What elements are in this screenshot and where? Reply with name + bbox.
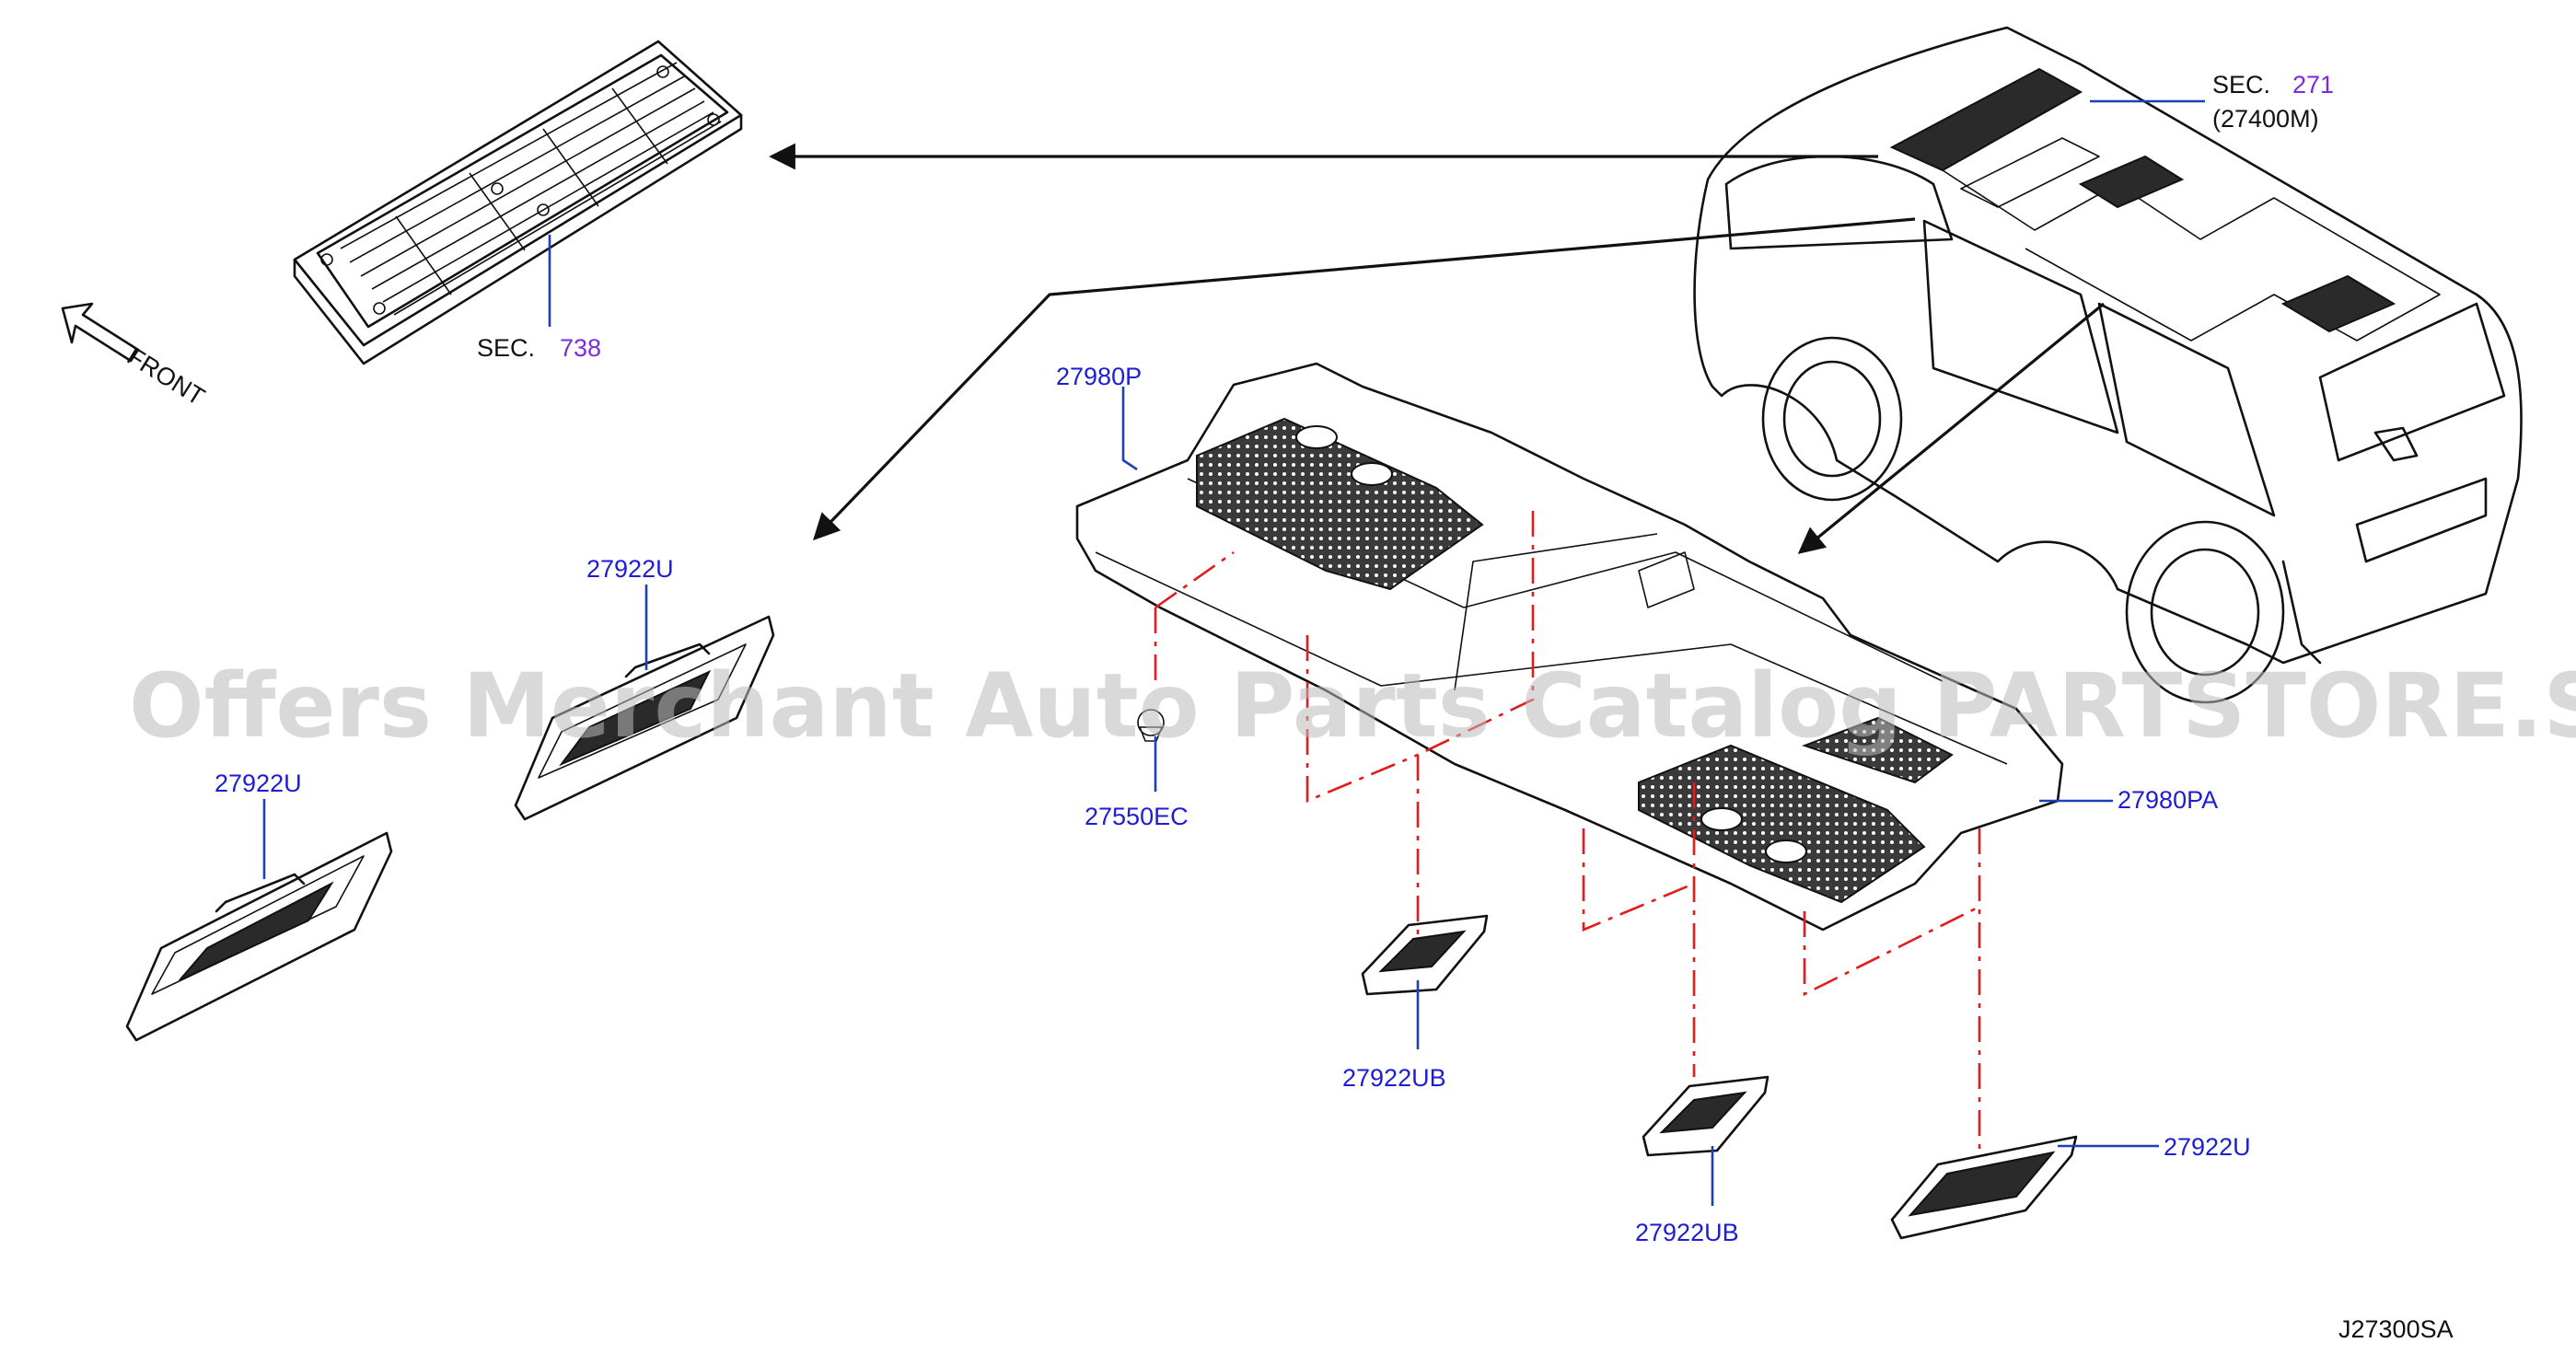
arrow-to-duct bbox=[1797, 302, 2106, 554]
part-27922u-upper-left[interactable]: 27922U bbox=[586, 555, 674, 583]
part-27922ub-center-2[interactable]: 27922UB bbox=[1635, 1219, 1739, 1246]
part-27922u-right[interactable]: 27922U bbox=[2164, 1133, 2251, 1161]
part-27980p[interactable]: 27980P bbox=[1056, 363, 1142, 390]
sec-271-link[interactable]: 271 bbox=[2292, 71, 2334, 98]
part-27922u-lower-left[interactable]: 27922U bbox=[215, 770, 302, 797]
roof-duct-illustration bbox=[1075, 362, 2064, 932]
part-27922ub-center-1[interactable]: 27922UB bbox=[1342, 1064, 1446, 1092]
front-arrow-icon bbox=[61, 302, 140, 363]
grille-right-illustration bbox=[1890, 1135, 2078, 1240]
sec-271-prefix: SEC. bbox=[2212, 71, 2270, 98]
part-27980pa[interactable]: 27980PA bbox=[2118, 786, 2218, 814]
watermark-text: Offers Merchant Auto Parts Catalog PARTS… bbox=[129, 654, 2576, 758]
arrow-to-left-grilles bbox=[813, 217, 1916, 541]
grille-lower-left-illustration bbox=[125, 831, 393, 1042]
front-label: FRONT bbox=[122, 342, 210, 411]
part-27550ec[interactable]: 27550EC bbox=[1085, 803, 1189, 830]
sec-738-link[interactable]: 738 bbox=[560, 334, 601, 362]
centerlines bbox=[1154, 511, 1981, 1151]
overhead-console-illustration bbox=[293, 40, 743, 365]
duct-front-leader bbox=[1121, 387, 1138, 471]
drawing-id: J27300SA bbox=[2338, 1315, 2454, 1343]
grille-center-b1-illustration bbox=[1361, 914, 1489, 996]
sec-271-sub: (27400M) bbox=[2212, 105, 2319, 133]
grille-upper-left-illustration bbox=[514, 615, 775, 821]
van-illustration bbox=[1693, 26, 2523, 704]
grille-center-b2-illustration bbox=[1642, 1075, 1770, 1157]
sec-738-prefix: SEC. bbox=[477, 334, 535, 362]
